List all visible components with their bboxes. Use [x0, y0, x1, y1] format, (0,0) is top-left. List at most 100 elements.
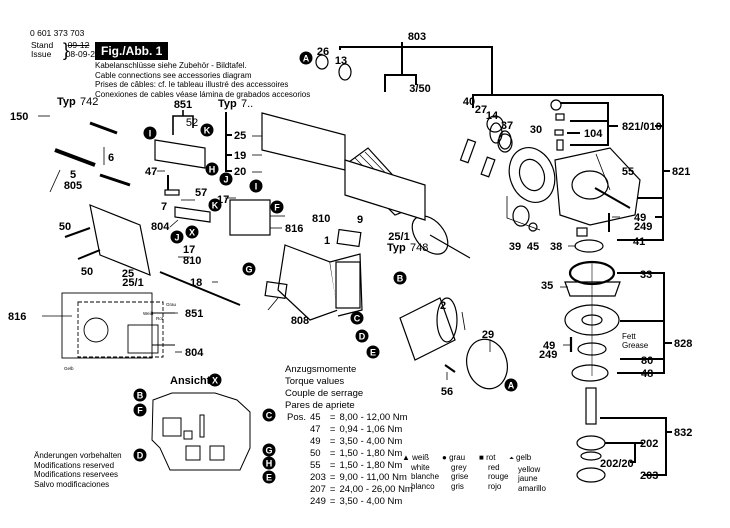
spindle [585, 387, 597, 425]
label-45: 45 [527, 241, 539, 253]
label-249: 249 [634, 221, 652, 233]
ring-40 [486, 115, 504, 133]
label-13: 13 [335, 55, 347, 67]
label-803: 803 [408, 31, 426, 43]
label-808 [264, 280, 288, 300]
label-816-wiring: 816 [8, 311, 26, 323]
label-821: 821 [672, 166, 690, 178]
washer-104 [554, 129, 564, 136]
svg-text:Gelb: Gelb [64, 366, 74, 371]
svg-text:Grau: Grau [166, 302, 177, 307]
bracket-typ7 [225, 112, 232, 172]
marker-d-1: D [355, 329, 369, 343]
disc-48 [571, 364, 609, 382]
svg-text:A: A [508, 381, 515, 391]
svg-text:C: C [354, 314, 361, 324]
label-1: 1 [324, 235, 330, 247]
torque-title-en: Torque values [285, 376, 345, 387]
leader-lines [38, 115, 620, 380]
label-851-wiring: 851 [185, 308, 203, 320]
marker-a-1: A [299, 51, 313, 65]
label-57: 57 [195, 187, 207, 199]
label-49b: 49 [543, 340, 555, 352]
svg-text:B: B [397, 274, 404, 284]
label-26: 26 [317, 46, 329, 58]
button-pin [556, 139, 564, 151]
cap-821-010 [550, 99, 562, 111]
brace-icon: } [63, 40, 70, 60]
torque-table: Pos.45=8,00 - 12,00 Nm 47=0,94 - 1,06 Nm… [285, 412, 415, 508]
rod-18 [159, 271, 241, 306]
gear-head-housing [508, 147, 641, 226]
label-2: 2 [440, 300, 446, 312]
label-249b: 249 [539, 349, 557, 361]
sleeve-part-2 [480, 156, 496, 178]
bracket-803 [339, 42, 663, 108]
marker-a-2: A [504, 378, 518, 392]
marker-h-1: H [205, 162, 219, 176]
label-6: 6 [108, 152, 114, 164]
label-14: 14 [486, 110, 499, 122]
type-labels: Typ 742 Typ 7.. Typ 748 [57, 96, 428, 254]
label-810b: 810 [183, 255, 201, 267]
torque-row: 49=3,50 - 4,00 Nm [310, 436, 403, 447]
svg-text:H: H [209, 165, 216, 175]
svg-text:D: D [359, 332, 366, 342]
typ-748: Typ [387, 242, 406, 254]
modifications-fr: Modifications reservees [34, 470, 119, 479]
marker-x-ansicht: X [208, 373, 222, 387]
svg-text:C: C [266, 411, 273, 421]
ansicht-marker-b: B [133, 388, 147, 402]
switch-851 [154, 139, 206, 169]
stand-issue-block: Stand 09-12 Issue 08-09-24 [31, 41, 100, 59]
nut-45 [528, 222, 538, 232]
figure-label: Fig./Abb. 1 [95, 42, 169, 60]
label-41: 41 [633, 236, 645, 248]
wiring-notes: Grau Weiß Rot Gelb [64, 302, 177, 371]
label-7: 7 [161, 201, 167, 213]
bearing-13 [338, 63, 352, 81]
label-805: 805 [64, 180, 82, 192]
motor-cover [89, 204, 151, 276]
bearing-26 [315, 54, 329, 70]
label-5: 5 [70, 169, 76, 181]
brush-holder-816 [229, 199, 271, 236]
spring-part [555, 113, 565, 121]
label-810a: 810 [312, 213, 330, 225]
typ-748-value: 748 [410, 242, 428, 254]
ansicht-marker-g: G [262, 443, 276, 457]
svg-text:Weiß: Weiß [143, 311, 154, 316]
modifications-es: Salvo modificaciones [34, 479, 110, 489]
gear-39 [512, 205, 530, 227]
circle-icon: ● [442, 453, 447, 462]
part-7 [164, 189, 180, 196]
label-202-20: 202/20 [600, 458, 634, 470]
marker-c-1: C [350, 311, 364, 325]
legend-yellow: ⏶ gelb yellow jaune amarillo [509, 453, 547, 493]
torque-row: 47=0,94 - 1,06 Nm [310, 424, 403, 435]
screw-55 [594, 187, 631, 209]
torque-row: 55=1,50 - 1,80 Nm [310, 460, 403, 471]
label-821-010: 821/010 [622, 121, 662, 133]
typ-7: Typ [218, 98, 237, 110]
label-35: 35 [541, 280, 553, 292]
label-18: 18 [190, 277, 202, 289]
sleeve-part [459, 138, 477, 164]
square-icon: ■ [479, 453, 484, 462]
screw-50a [64, 227, 91, 238]
marker-j-1: J [219, 172, 233, 186]
marker-x-1: X [185, 225, 199, 239]
torque-row: Pos.45=8,00 - 12,00 Nm [287, 412, 408, 423]
cord-guard-6 [99, 173, 131, 187]
label-56: 56 [441, 386, 453, 398]
plug-805 [54, 148, 96, 167]
label-47: 47 [145, 166, 157, 178]
bearing-37 [497, 133, 513, 153]
label-9 [336, 228, 362, 248]
legend-red: ■ rot red rouge rojo [479, 453, 509, 491]
air-guide-29 [466, 338, 508, 390]
modifications-en: Modifications reserved [34, 460, 115, 470]
label-25-1: 25/1 [122, 277, 143, 289]
typ-7-value: 7.. [241, 98, 253, 110]
